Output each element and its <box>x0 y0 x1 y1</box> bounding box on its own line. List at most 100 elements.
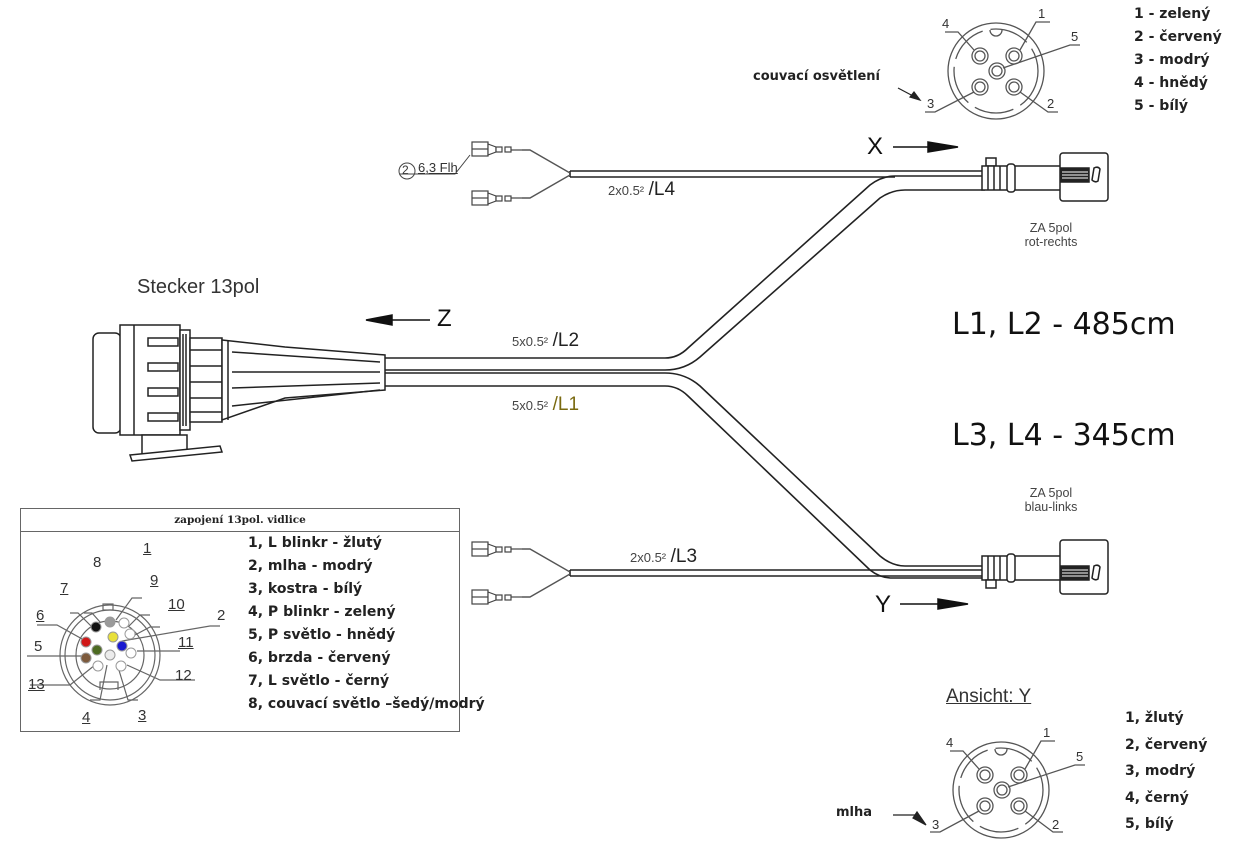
l3-fan-out <box>522 548 571 598</box>
cable-l1-name: /L1 <box>552 394 580 415</box>
cable-l3 <box>569 569 985 577</box>
face13-num-13: 13 <box>28 676 45 693</box>
cable-l1-lower-branch <box>664 372 985 579</box>
pin3-callout-arrow-y <box>893 810 927 826</box>
arrow-y-icon <box>900 598 969 610</box>
pin-y-3: 3, modrý <box>1125 763 1196 779</box>
cable-l2-label: 5x0.5² /L2 <box>512 330 579 352</box>
cable-l2-spec: 5x0.5² <box>512 334 549 349</box>
pin3-callout-y: mlha <box>836 805 873 820</box>
socket-pin-11 <box>125 647 137 659</box>
plug13-row-6: 6, brzda - červený <box>248 650 391 666</box>
face13-num-1: 1 <box>143 540 152 557</box>
flat-terminal-icon <box>471 589 522 605</box>
view-z-label: Z <box>437 305 452 332</box>
plug-label: Stecker 13pol <box>137 276 260 298</box>
arrow-x-icon <box>893 141 959 153</box>
flat-terminal-icon <box>471 541 522 557</box>
cable-l4-spec: 2x0.5² <box>608 183 645 198</box>
flat-terminal-icon <box>471 141 522 157</box>
face-x-num-1: 1 <box>1038 6 1046 21</box>
l4-fan-out <box>522 149 571 199</box>
pin-y-1: 1, žlutý <box>1125 710 1184 726</box>
face13-num-8: 8 <box>93 554 102 571</box>
face13-num-10: 10 <box>168 596 185 613</box>
plug-13pol-icon <box>92 324 386 462</box>
face13-num-6: 6 <box>36 607 45 624</box>
length-l3-l4: L3, L4 - 345cm <box>952 418 1176 453</box>
connector-x-side: rot-rechts <box>1024 235 1078 249</box>
pinout-x-face-icon <box>925 21 1080 120</box>
socket-pin-9 <box>118 617 130 629</box>
connector-x-icon <box>981 152 1109 202</box>
face-y-num-4: 4 <box>946 735 954 750</box>
main-cable <box>385 357 665 387</box>
plug13-legend-box: zapojení 13pol. vidlice <box>20 508 460 732</box>
connector-y-caption: ZA 5pol blau-links <box>1006 486 1096 514</box>
socket-pin-3 <box>104 649 116 661</box>
plug13-row-5: 5, P světlo - hnědý <box>248 627 396 643</box>
cable-l3-name: /L3 <box>670 546 698 567</box>
pin-x-4: 4 - hnědý <box>1134 75 1208 91</box>
face-y-num-2: 2 <box>1052 817 1060 832</box>
pin3-callout-arrow-x <box>897 87 922 102</box>
cable-l3-label: 2x0.5² /L3 <box>630 546 697 568</box>
cable-l4-label: 2x0.5² /L4 <box>608 179 675 201</box>
cable-l2-name: /L2 <box>552 330 580 351</box>
plug13-legend-list: 1, L blinkr - žlutý 2, mlha - modrý 3, k… <box>248 532 485 716</box>
face13-num-7: 7 <box>60 580 69 597</box>
socket-pin-2 <box>116 640 128 652</box>
plug13-row-8: 8, couvací světlo –šedý/modrý <box>248 696 485 712</box>
view-y-label: Y <box>875 591 892 618</box>
pinout-x-legend: 1 - zelený 2 - červený 3 - modrý 4 - hně… <box>1134 3 1222 118</box>
cable-l1-spec: 5x0.5² <box>512 398 549 413</box>
cable-l1-label: 5x0.5² /L1 <box>512 394 579 416</box>
socket-pin-5 <box>80 652 92 664</box>
connector-x-type: ZA 5pol <box>1029 221 1073 235</box>
pin-x-1: 1 - zelený <box>1134 6 1211 22</box>
face-x-num-5: 5 <box>1071 29 1079 44</box>
face-x-num-2: 2 <box>1047 96 1055 111</box>
flat-terminal-icon <box>471 190 522 206</box>
face13-num-5: 5 <box>34 638 43 655</box>
connector-x-caption: ZA 5pol rot-rechts <box>1006 221 1096 249</box>
face13-num-3: 3 <box>138 707 147 724</box>
socket-13pin-face-icon <box>27 597 220 706</box>
cable-l2-upper-branch <box>664 175 985 371</box>
pin-x-3: 3 - modrý <box>1134 52 1210 68</box>
cable-l4-name: /L4 <box>648 179 676 200</box>
plug13-row-7: 7, L světlo - černý <box>248 673 390 689</box>
face13-num-4: 4 <box>82 709 91 726</box>
view-x-label: X <box>867 133 884 160</box>
plug13-row-4: 4, P blinkr - zelený <box>248 604 396 620</box>
face13-num-11: 11 <box>178 634 194 651</box>
cable-l4 <box>569 170 985 178</box>
ansicht-y-title: Ansicht: Y <box>946 686 1032 707</box>
socket-pin-8 <box>104 616 116 628</box>
socket-pin-13 <box>92 660 104 672</box>
pin-x-2: 2 - červený <box>1134 29 1222 45</box>
pin-y-5: 5, bílý <box>1125 816 1174 832</box>
socket-pin-1 <box>107 631 119 643</box>
plug13-legend-title: zapojení 13pol. vidlice <box>21 509 459 532</box>
socket-pin-7 <box>90 621 102 633</box>
pin3-callout-x: couvací osvětlení <box>753 69 880 84</box>
face-y-num-1: 1 <box>1043 725 1051 740</box>
flat-terminal-label: 6,3 Flh <box>418 160 458 175</box>
pin-y-4: 4, černý <box>1125 789 1189 806</box>
face-y-num-5: 5 <box>1076 749 1084 764</box>
cable-l3-spec: 2x0.5² <box>630 550 667 565</box>
connector-y-type: ZA 5pol <box>1029 486 1073 500</box>
face13-num-2: 2 <box>217 607 226 624</box>
pin-y-2: 2, červený <box>1125 736 1208 753</box>
connector-y-icon <box>981 539 1109 595</box>
face13-num-9: 9 <box>150 572 159 589</box>
flat-terminal-number: 2 <box>402 163 409 177</box>
pinout-y-legend: 1, žlutý 2, červený 3, modrý 4, černý 5,… <box>1125 705 1207 838</box>
socket-pin-10 <box>124 628 136 640</box>
length-l1-l2: L1, L2 - 485cm <box>952 307 1176 342</box>
socket-pin-4 <box>91 644 103 656</box>
socket-pin-6 <box>80 636 92 648</box>
plug13-row-1: 1, L blinkr - žlutý <box>248 535 382 551</box>
